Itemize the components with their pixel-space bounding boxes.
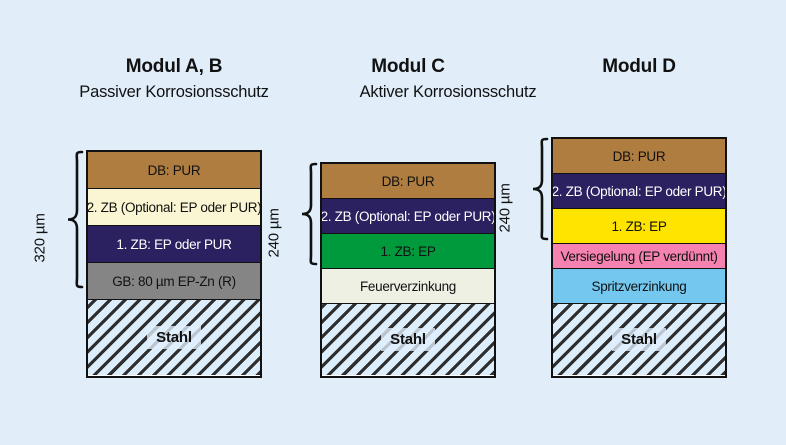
thickness-label-modul-c: 240 µm: [265, 208, 283, 258]
layer-label: Versiegelung (EP verdünnt): [560, 249, 718, 264]
layer-label: 2. ZB (Optional: EP oder PUR): [553, 184, 725, 199]
column-title-modul-ab: Modul A, B: [125, 56, 223, 77]
substrate-label: Stahl: [147, 326, 201, 349]
layer-divider: [88, 187, 260, 189]
layer-label: Spritzverzinkung: [591, 279, 687, 294]
brace-icon-modul-ab: [67, 150, 84, 289]
layer-label: DB: PUR: [612, 149, 666, 164]
layer-divider: [322, 232, 494, 234]
layer-gb: GB: 80 µm EP-Zn (R): [88, 263, 260, 300]
stack-modul-ab: DB: PUR 2. ZB (Optional: EP oder PUR) 1.…: [86, 150, 262, 378]
column-subtitle-aktiv: Aktiver Korrosionsschutz: [359, 83, 537, 101]
column-title-modul-c: Modul C: [371, 56, 445, 77]
layer-label: 1. ZB: EP: [611, 219, 667, 234]
layer-divider: [88, 261, 260, 263]
layer-divider: [553, 302, 725, 304]
brace-icon-modul-c: [301, 162, 318, 266]
layer-divider: [322, 267, 494, 269]
layer-db-pur: DB: PUR: [88, 152, 260, 189]
stack-modul-d: DB: PUR 2. ZB (Optional: EP oder PUR) 1.…: [551, 137, 727, 378]
layer-2zb: 2. ZB (Optional: EP oder PUR): [553, 174, 725, 209]
layer-divider: [322, 197, 494, 199]
layer-divider: [553, 242, 725, 244]
layer-label: 1. ZB: EP oder PUR: [116, 237, 232, 252]
layer-1zb: 1. ZB: EP: [553, 209, 725, 244]
substrate-steel: Stahl: [88, 300, 260, 375]
substrate-label: Stahl: [381, 328, 435, 351]
layer-divider: [322, 302, 494, 304]
layer-2zb: 2. ZB (Optional: EP oder PUR): [88, 189, 260, 226]
substrate-steel: Stahl: [553, 304, 725, 375]
layer-1zb: 1. ZB: EP oder PUR: [88, 226, 260, 263]
layer-versiegelung: Versiegelung (EP verdünnt): [553, 244, 725, 269]
layer-db-pur: DB: PUR: [553, 139, 725, 174]
layer-label: Feuerverzinkung: [359, 279, 457, 294]
layer-divider: [553, 172, 725, 174]
column-subtitle-passiv: Passiver Korrosionsschutz: [79, 83, 269, 101]
layer-label: GB: 80 µm EP-Zn (R): [112, 274, 236, 289]
brace-icon-modul-d: [532, 137, 549, 241]
layer-db-pur: DB: PUR: [322, 164, 494, 199]
layer-divider: [88, 298, 260, 300]
column-title-modul-d: Modul D: [602, 56, 676, 77]
layer-divider: [553, 207, 725, 209]
layer-label: 2. ZB (Optional: EP oder PUR): [322, 209, 494, 224]
layer-label: 1. ZB: EP: [380, 244, 436, 259]
layer-feuerverzinkung: Feuerverzinkung: [322, 269, 494, 304]
layer-spritzverzinkung: Spritzverzinkung: [553, 269, 725, 304]
layer-divider: [88, 224, 260, 226]
substrate-steel: Stahl: [322, 304, 494, 375]
substrate-label: Stahl: [612, 328, 666, 351]
layer-label: 2. ZB (Optional: EP oder PUR): [88, 200, 260, 215]
stack-modul-c: DB: PUR 2. ZB (Optional: EP oder PUR) 1.…: [320, 162, 496, 378]
thickness-label-modul-d: 240 µm: [496, 183, 514, 233]
layer-label: DB: PUR: [147, 163, 201, 178]
layer-2zb: 2. ZB (Optional: EP oder PUR): [322, 199, 494, 234]
thickness-label-modul-ab: 320 µm: [31, 213, 49, 263]
layer-1zb: 1. ZB: EP: [322, 234, 494, 269]
layer-divider: [553, 267, 725, 269]
layer-label: DB: PUR: [381, 174, 435, 189]
